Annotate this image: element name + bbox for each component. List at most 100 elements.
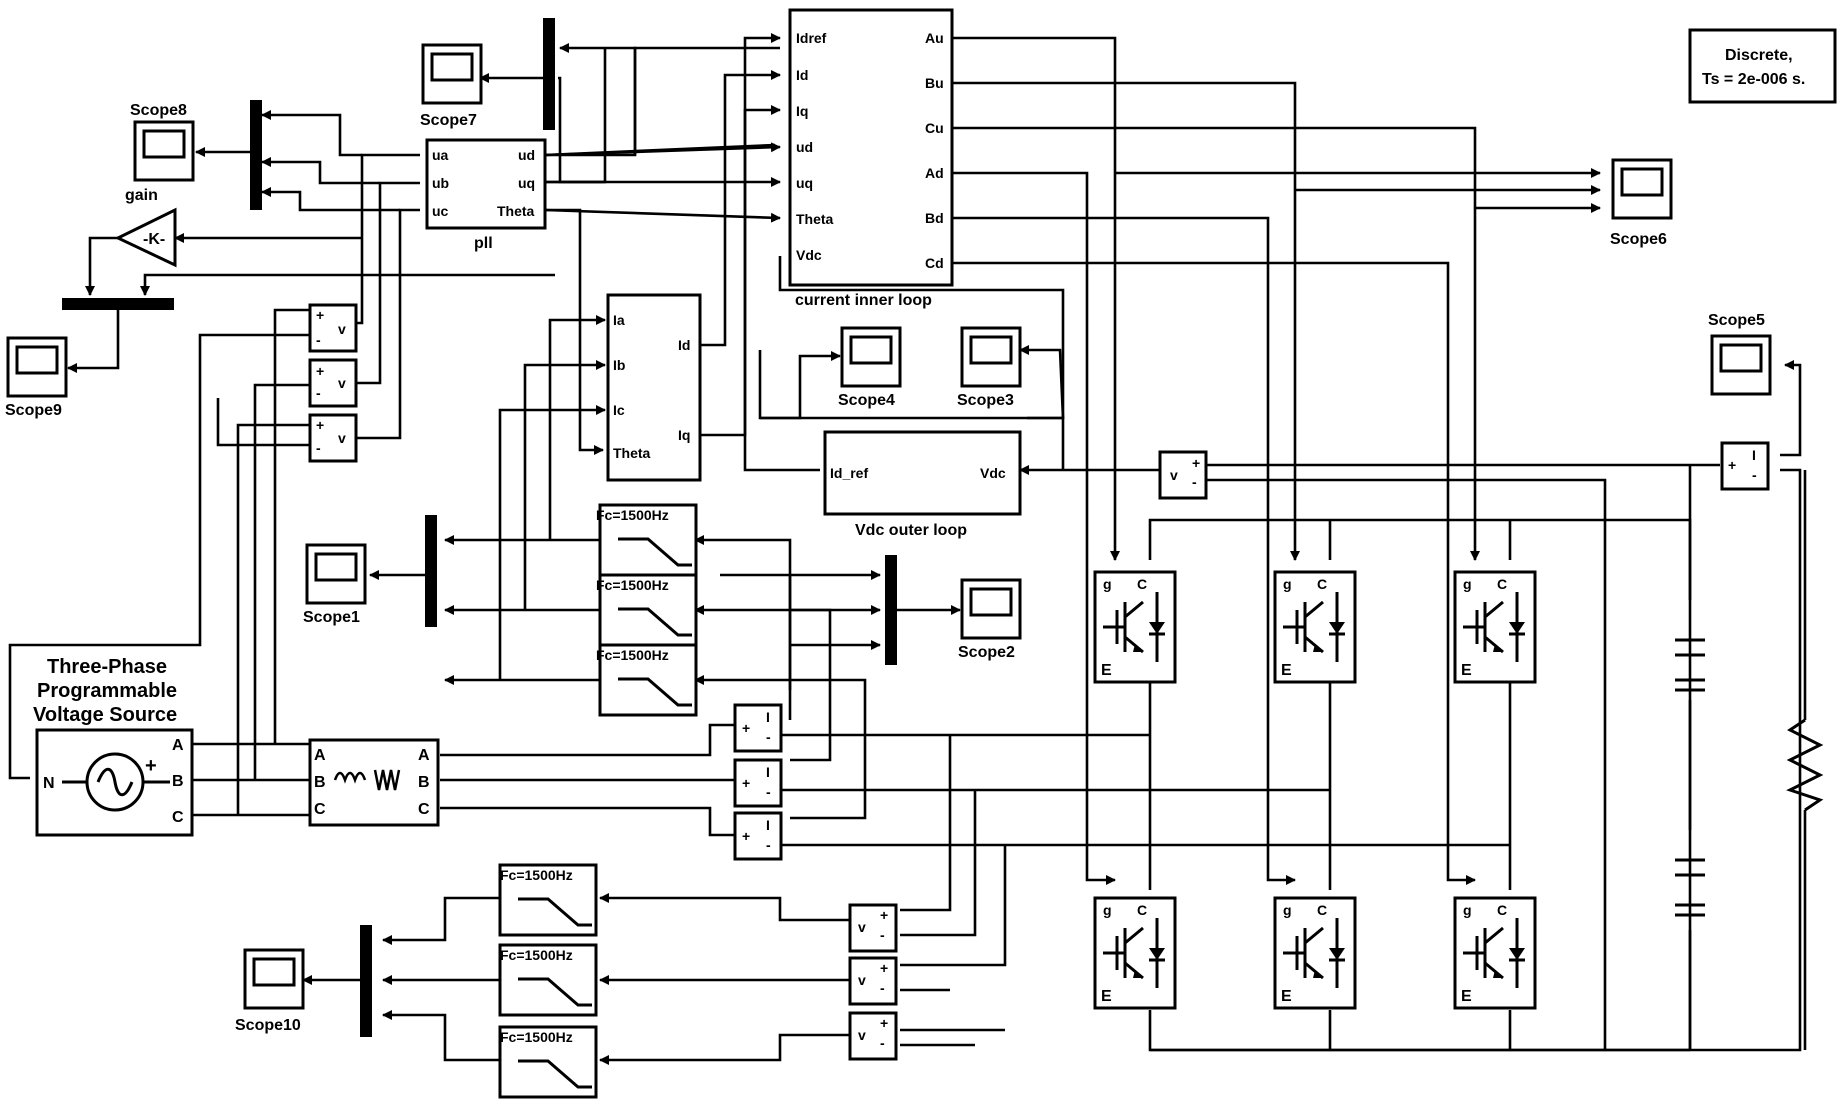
filter-block[interactable]: Fc=1500Hz [596, 643, 698, 717]
pll-input: ub [432, 175, 449, 191]
voltage-meters[interactable]: +-v +-v +-v v+- v+- v+- v+- [308, 303, 1208, 1061]
scope-label: Scope2 [958, 644, 1015, 661]
svg-text:Fc=1500Hz: Fc=1500Hz [596, 647, 669, 663]
svg-text:E: E [1281, 662, 1292, 679]
svg-text:C: C [1497, 902, 1507, 918]
filter-block[interactable]: Fc=1500Hz [498, 943, 598, 1017]
svg-text:Fc=1500Hz: Fc=1500Hz [596, 577, 669, 593]
cil-label: current inner loop [795, 292, 932, 309]
svg-text:+: + [742, 775, 750, 791]
scope-icon[interactable] [1710, 334, 1772, 396]
current-meters[interactable]: +I- +I- +I- +I- [733, 441, 1770, 861]
gain-block[interactable]: -K- gain [114, 187, 177, 268]
dc-link [1675, 638, 1824, 917]
current-meter[interactable]: +I- [733, 811, 783, 861]
cil-input: Id [796, 67, 808, 83]
svg-text:C: C [418, 801, 430, 818]
abc-dq-block[interactable]: Ia Ib Ic Theta Id Iq [606, 293, 702, 482]
svg-text:I: I [766, 709, 770, 725]
three-phase-source-block[interactable]: Three-Phase Programmable Voltage Source … [33, 656, 194, 837]
pll-block[interactable]: ua ub uc ud uq Theta pll [425, 138, 547, 252]
svg-text:-: - [766, 784, 771, 800]
cil-input: Idref [796, 30, 827, 46]
filter-blocks[interactable]: Fc=1500Hz Fc=1500Hz Fc=1500Hz Fc=1500Hz … [498, 503, 698, 1099]
scope-label: Scope6 [1610, 231, 1667, 248]
scope-blocks[interactable]: Scope8 Scope7 Scope9 Scope1 Scope2 Scope… [5, 43, 1772, 1034]
source-line3: Voltage Source [33, 704, 177, 726]
gain-symbol: -K- [143, 231, 165, 248]
svg-text:-: - [766, 729, 771, 745]
vdc-outer-loop-block[interactable]: Id_ref Vdc Vdc outer loop [823, 430, 1022, 539]
scope-icon[interactable] [421, 43, 483, 105]
voltage-meter[interactable]: +-v [308, 303, 358, 353]
mux-scope10 [360, 925, 372, 1037]
svg-text:+: + [742, 828, 750, 844]
svg-text:g: g [1283, 576, 1292, 592]
svg-text:-: - [880, 1035, 885, 1051]
scope-icon[interactable] [133, 120, 195, 182]
svg-text:Fc=1500Hz: Fc=1500Hz [500, 947, 573, 963]
rl-branch-block[interactable]: A B C A B C [308, 738, 440, 827]
svg-text:-: - [880, 927, 885, 943]
voltage-meter[interactable]: v+- [1158, 450, 1208, 500]
svg-text:+: + [880, 907, 888, 923]
svg-text:Fc=1500Hz: Fc=1500Hz [596, 507, 669, 523]
scope-icon[interactable] [243, 948, 305, 1010]
filter-block[interactable]: Fc=1500Hz [596, 573, 698, 647]
current-meter[interactable]: +I- [1720, 441, 1770, 491]
cil-output: Cd [925, 255, 944, 271]
svg-text:Fc=1500Hz: Fc=1500Hz [500, 867, 573, 883]
source-line2: Programmable [37, 680, 177, 702]
svg-text:v: v [338, 321, 346, 337]
current-meter[interactable]: +I- [733, 703, 783, 753]
scope-icon[interactable] [960, 326, 1022, 388]
svg-text:v: v [858, 1027, 866, 1043]
svg-text:v: v [858, 919, 866, 935]
source-port-c: C [172, 809, 184, 826]
voltage-meter[interactable]: v + - [848, 903, 898, 953]
scope-icon[interactable] [305, 543, 367, 605]
scope-icon[interactable] [1611, 158, 1673, 220]
svg-text:-: - [880, 980, 885, 996]
svg-text:B: B [314, 774, 326, 791]
scope-label: Scope4 [838, 392, 895, 409]
scope-label: Scope8 [130, 102, 187, 119]
voltage-meter[interactable]: +-v [308, 358, 358, 408]
svg-text:-: - [1752, 467, 1757, 483]
svg-text:g: g [1463, 576, 1472, 592]
scope-icon[interactable] [6, 336, 68, 398]
source-neutral: N [43, 775, 55, 792]
voltage-meter[interactable]: +-v [308, 413, 358, 463]
scope-label: Scope10 [235, 1017, 301, 1034]
svg-text:v: v [858, 972, 866, 988]
voltage-meter[interactable]: v+- [848, 1011, 898, 1061]
pll-label: pll [474, 235, 493, 252]
source-port-a: A [172, 737, 184, 754]
voltage-meter[interactable]: v+- [848, 956, 898, 1006]
scope-icon[interactable] [960, 578, 1022, 640]
svg-text:+: + [316, 417, 324, 433]
source-port-b: B [172, 773, 184, 790]
powergui-block[interactable]: Discrete, Ts = 2e-006 s. [1688, 28, 1837, 104]
svg-text:-: - [1192, 474, 1197, 490]
svg-text:I: I [766, 817, 770, 833]
filter-block[interactable]: Fc=1500Hz [596, 503, 698, 577]
cil-output: Bd [925, 210, 944, 226]
filter-block[interactable]: Fc=1500Hz [498, 1025, 598, 1099]
pll-output: uq [518, 175, 535, 191]
cil-output: Bu [925, 75, 944, 91]
current-inner-loop-block[interactable]: Idref Id Iq ud uq Theta Vdc Au Bu Cu Ad … [788, 8, 954, 309]
svg-text:B: B [418, 774, 430, 791]
scope-icon[interactable] [840, 326, 902, 388]
scope-label: Scope3 [957, 392, 1014, 409]
current-meter[interactable]: +I- [733, 758, 783, 808]
filter-block[interactable]: Fc=1500Hz [498, 863, 598, 937]
